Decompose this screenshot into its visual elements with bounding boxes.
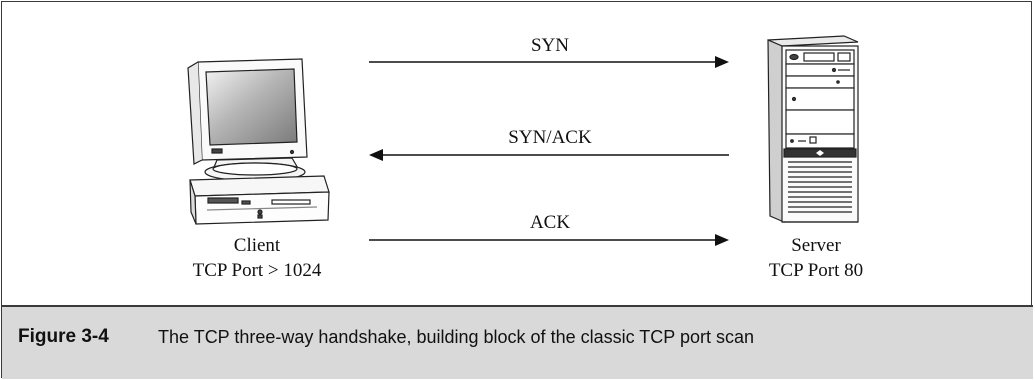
syn-ack-label: SYN/ACK <box>508 127 592 148</box>
syn-ack-arrow <box>369 149 729 161</box>
syn-label: SYN <box>531 35 569 56</box>
figure-number: Figure 3-4 <box>18 326 109 347</box>
caption-bar: Figure 3-4 The TCP three-way handshake, … <box>2 307 1033 379</box>
syn-arrow <box>369 56 729 68</box>
server-port: TCP Port 80 <box>769 260 863 281</box>
server-name: Server <box>791 235 841 256</box>
ack-label: ACK <box>530 212 570 233</box>
client-port: TCP Port > 1024 <box>193 260 322 281</box>
ack-arrow <box>369 234 729 246</box>
desktop-computer-icon <box>187 58 330 225</box>
caption-divider <box>2 305 1033 307</box>
tower-server-icon <box>767 35 859 223</box>
figure-caption: The TCP three-way handshake, building bl… <box>158 327 754 347</box>
client-name: Client <box>234 235 281 256</box>
handshake-diagram: SYN SYN/ACK ACK Client TCP Port > 1024 S… <box>187 35 863 281</box>
